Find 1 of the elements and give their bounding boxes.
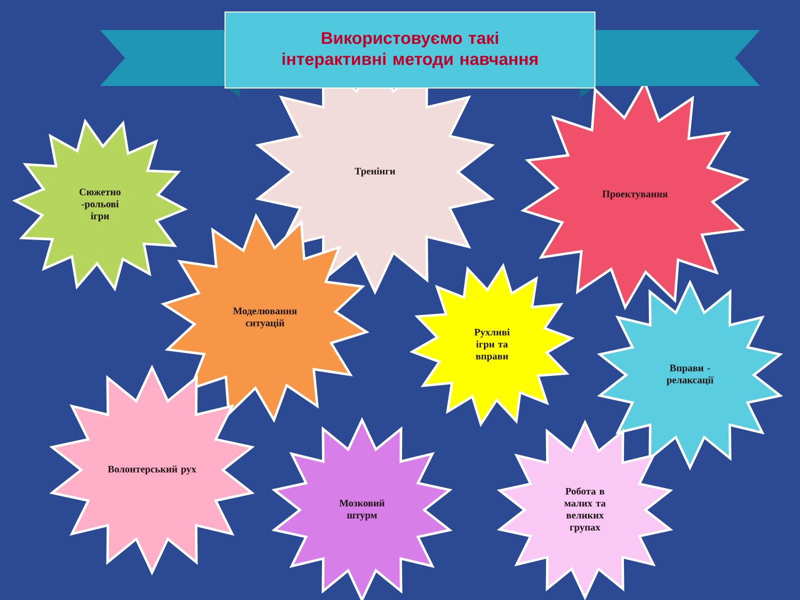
ribbon-banner: Використовуємо такі інтерактивні методи навчання	[100, 12, 760, 98]
